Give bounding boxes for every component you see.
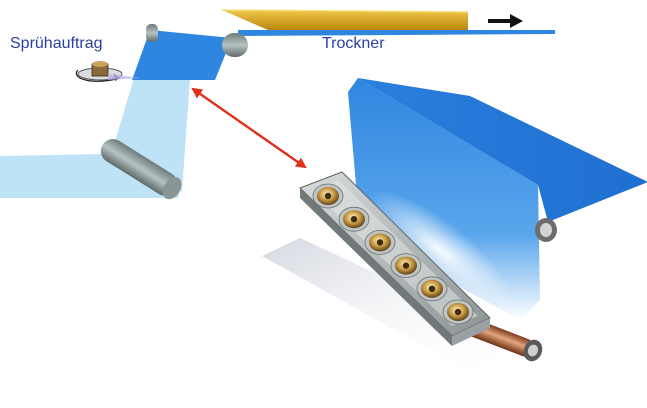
web-to-dryer [238,30,555,36]
roller-top-left [146,24,158,42]
detail-web-sheet [358,78,647,222]
web-lower-light [0,154,180,198]
spray-nozzle [312,183,344,209]
direction-arrow-head [510,14,523,28]
detail-link-arrow [191,87,307,169]
spray-nozzle [390,253,422,279]
roller-top-right [222,33,248,57]
spray-applicator-icon [75,61,140,82]
dryer-unit [222,10,468,30]
spray-nozzle [338,206,370,232]
spray-nozzle [416,276,448,302]
spray-nozzles [312,183,474,325]
label-spray-application: Sprühauftrag [10,35,103,52]
spray-glow [367,190,513,310]
web-sprayed-upper [132,30,232,80]
spray-nozzle [364,229,396,255]
detail-web-falling [348,78,540,320]
label-dryer: Trockner [322,35,385,52]
roller-bottom [100,139,182,200]
dryer-top-edge [221,9,469,13]
detail-roller-end [535,218,557,242]
spray-nozzle [442,299,474,325]
